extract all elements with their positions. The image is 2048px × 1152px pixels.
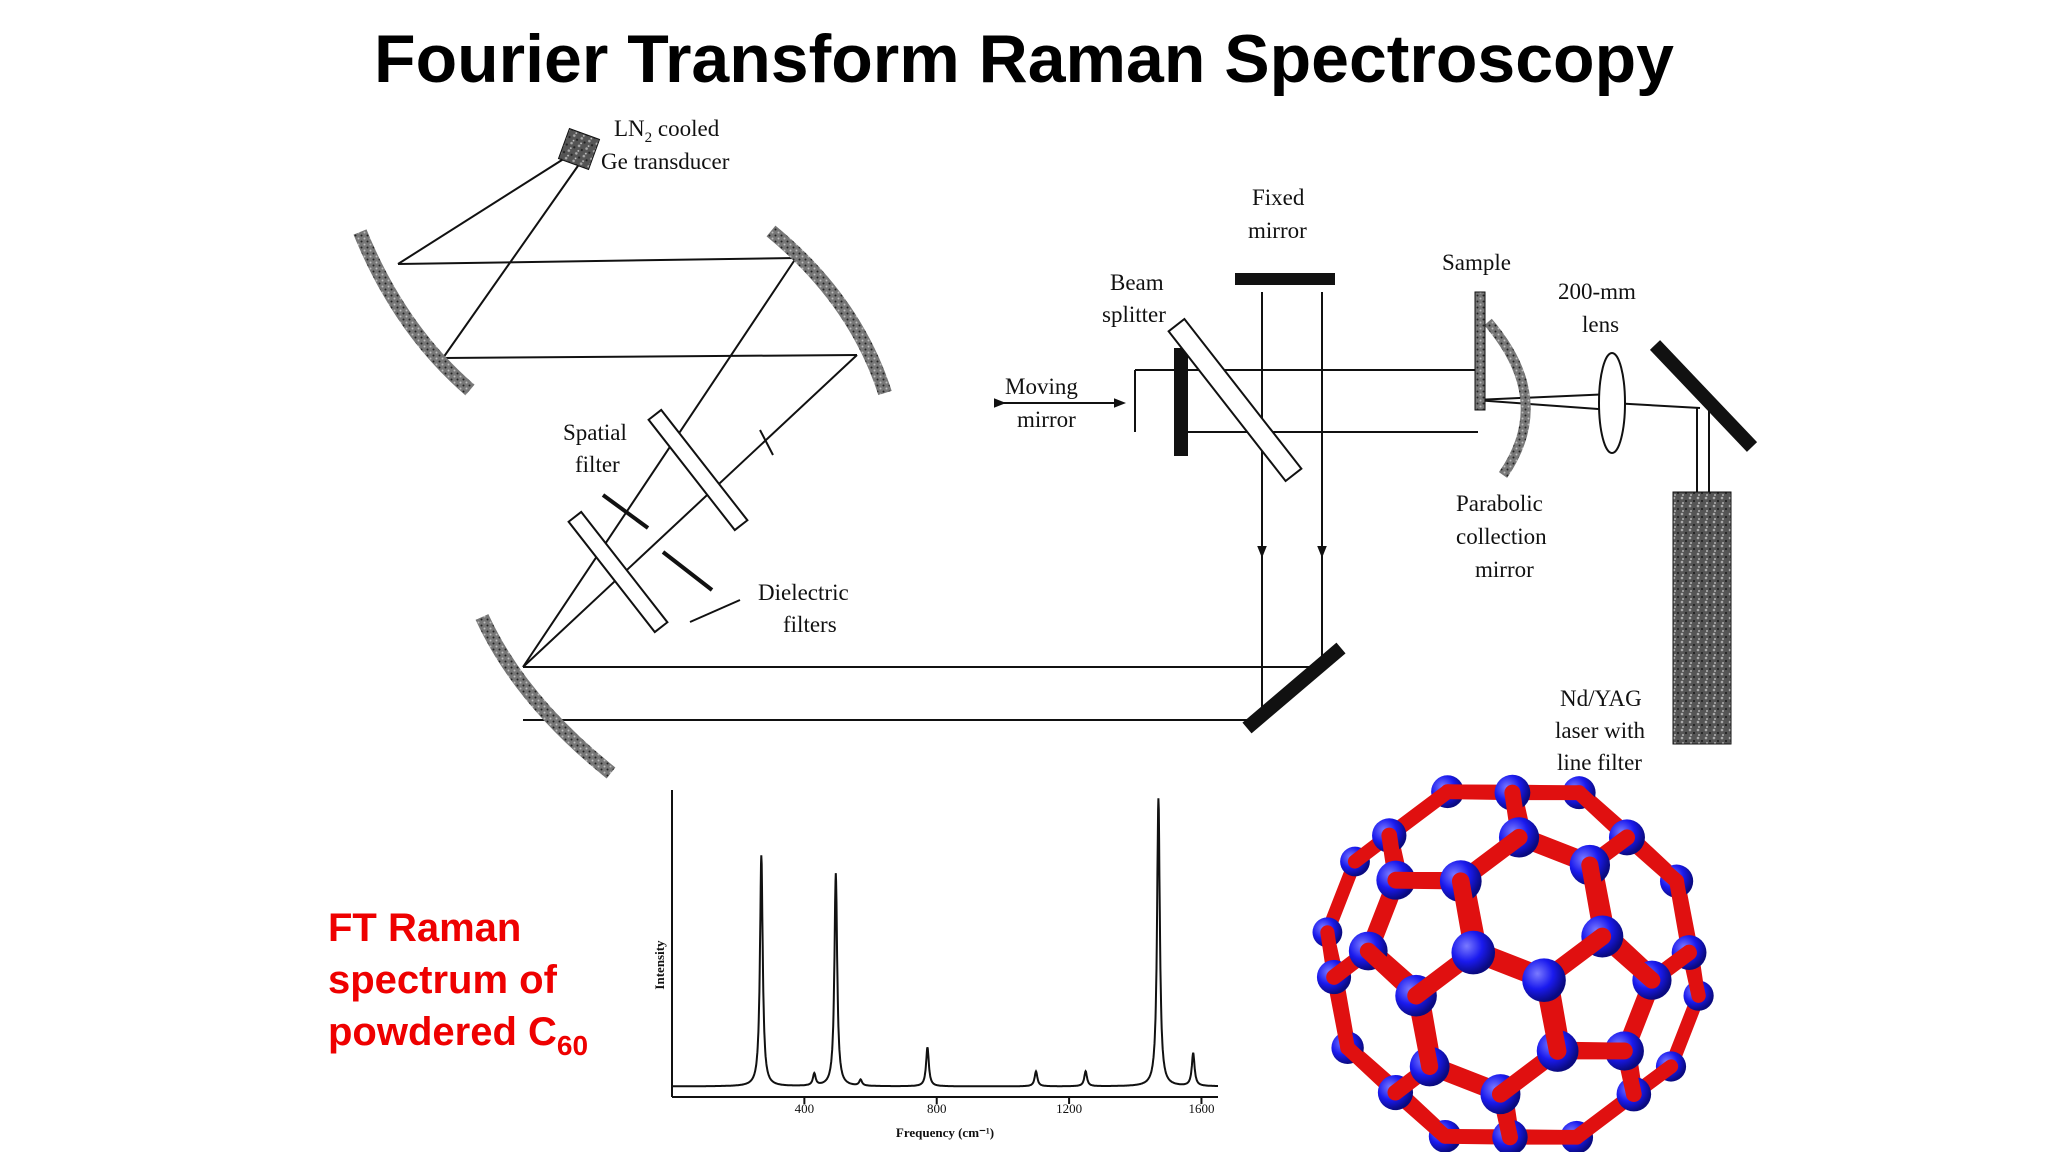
curved-mirror-top-left bbox=[353, 229, 475, 396]
diagram-labels: LN2 cooled Ge transducer Fixed mirror Be… bbox=[563, 116, 1646, 775]
curved-mirror-bottom-left bbox=[475, 614, 616, 779]
page-title: Fourier Transform Raman Spectroscopy bbox=[374, 21, 1674, 97]
lens bbox=[1598, 352, 1626, 454]
label-sample: Sample bbox=[1442, 250, 1511, 275]
label-spatial-filter-2: filter bbox=[575, 452, 620, 477]
dielectric-filter bbox=[647, 408, 749, 532]
label-lens-2: lens bbox=[1582, 312, 1619, 337]
beam-line bbox=[397, 257, 797, 265]
label-beam-splitter: Beam bbox=[1110, 270, 1164, 295]
c60-atom bbox=[1522, 958, 1566, 1002]
beam-line bbox=[442, 354, 858, 359]
label-lens: 200-mm bbox=[1558, 279, 1636, 304]
beam-line bbox=[1611, 402, 1701, 409]
ge-transducer bbox=[557, 127, 601, 171]
label-parabolic-2: collection bbox=[1456, 524, 1547, 549]
c60-molecule bbox=[1312, 774, 1714, 1152]
label-fixed-mirror-2: mirror bbox=[1248, 218, 1307, 243]
curved-mirror-top-right bbox=[766, 225, 892, 396]
label-moving-mirror: Moving bbox=[1005, 374, 1078, 399]
dielectric-filter bbox=[567, 510, 669, 634]
leader-line bbox=[689, 599, 741, 623]
beam-line bbox=[1474, 399, 1613, 411]
x-tick-label: 1200 bbox=[1056, 1101, 1082, 1116]
parabolic-mirror bbox=[1484, 318, 1531, 478]
label-laser: Nd/YAG bbox=[1560, 686, 1642, 711]
x-tick-label: 1600 bbox=[1188, 1101, 1214, 1116]
label-laser-3: line filter bbox=[1557, 750, 1642, 775]
spectrum-line bbox=[672, 798, 1218, 1088]
laser-source bbox=[1672, 491, 1732, 745]
label-parabolic-3: mirror bbox=[1475, 557, 1534, 582]
moving-mirror bbox=[1174, 348, 1188, 456]
label-parabolic: Parabolic bbox=[1456, 491, 1543, 516]
label-moving-mirror-2: mirror bbox=[1017, 407, 1076, 432]
label-detector: LN2 cooled bbox=[614, 116, 720, 146]
flat-mirror bbox=[1242, 642, 1346, 734]
fixed-mirror bbox=[1235, 273, 1335, 285]
x-ticks: 400 800 1200 1600 bbox=[795, 1097, 1214, 1116]
label-dielectric-2: filters bbox=[783, 612, 837, 637]
spatial-filter bbox=[601, 493, 650, 530]
label-spatial-filter: Spatial bbox=[563, 420, 627, 445]
sample-holder bbox=[1474, 291, 1486, 411]
label-beam-splitter-2: splitter bbox=[1102, 302, 1166, 327]
optical-setup bbox=[353, 127, 1758, 779]
caption-line-1: FT Raman bbox=[328, 906, 521, 950]
turning-mirror bbox=[1649, 340, 1758, 452]
beam-splitter bbox=[1167, 317, 1303, 483]
caption-line-2: spectrum of bbox=[328, 958, 558, 1002]
x-tick-label: 400 bbox=[795, 1101, 815, 1116]
caption-line-3: powdered C60 bbox=[328, 1010, 588, 1061]
x-tick-label: 800 bbox=[927, 1101, 947, 1116]
label-laser-2: laser with bbox=[1555, 718, 1646, 743]
beam-line bbox=[1474, 393, 1613, 401]
beam-line bbox=[397, 152, 574, 265]
beam-line bbox=[522, 257, 797, 668]
c60-atom bbox=[1451, 930, 1496, 975]
spectrum-caption: FT Raman spectrum of powdered C60 bbox=[328, 906, 588, 1061]
beam-line bbox=[522, 354, 858, 668]
leader-line bbox=[759, 429, 774, 456]
raman-spectrum-chart: 400 800 1200 1600 Intensity Frequency (cm⁻¹… bbox=[652, 790, 1218, 1140]
label-dielectric: Dielectric bbox=[758, 580, 849, 605]
beam-line bbox=[442, 152, 588, 359]
y-axis-label: Intensity bbox=[652, 940, 667, 990]
spatial-filter bbox=[661, 550, 714, 592]
label-detector-2: Ge transducer bbox=[601, 149, 730, 174]
label-fixed-mirror: Fixed bbox=[1252, 185, 1305, 210]
x-axis-label: Frequency (cm⁻¹) bbox=[896, 1125, 994, 1140]
